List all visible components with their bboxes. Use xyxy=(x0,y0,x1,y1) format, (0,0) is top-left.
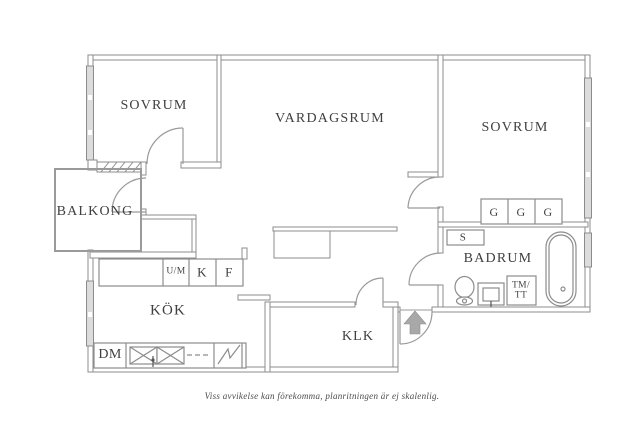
wall-counter-end xyxy=(241,247,248,260)
wall-klk-north xyxy=(264,301,356,308)
room-label-badrum: BADRUM xyxy=(463,251,533,266)
label-frys: F xyxy=(225,264,233,280)
room-label-vardagsrum: VARDAGSRUM xyxy=(275,111,385,126)
balcony-outline xyxy=(54,168,142,252)
windows xyxy=(86,65,592,347)
wall-top xyxy=(87,54,591,61)
bathtub xyxy=(545,231,577,307)
label-tt: TT xyxy=(514,291,528,301)
doors xyxy=(111,127,442,345)
kitchen-sink xyxy=(129,346,185,367)
wall-bedroom1-east xyxy=(216,54,222,169)
door-bathroom xyxy=(408,252,442,286)
door-balcony xyxy=(111,177,147,213)
window-bedroom1 xyxy=(86,65,94,161)
wall-bottom-right xyxy=(431,306,591,313)
wardrobe-row xyxy=(480,198,563,225)
wall-klk-north-stub xyxy=(382,301,399,308)
wall-kitchen-north xyxy=(89,251,197,259)
room-label-balkong: BALKONG xyxy=(56,204,134,219)
kitchen-counters xyxy=(93,258,247,369)
stove-symbol xyxy=(217,344,241,365)
room-label-sovrum1: SOVRUM xyxy=(120,98,188,113)
room-label-klk: KLK xyxy=(341,329,375,344)
window-bathroom xyxy=(584,232,592,268)
washer-dryer-box xyxy=(506,275,537,306)
toilet xyxy=(454,275,475,306)
cabinet-s xyxy=(446,229,485,246)
wall-livingroom-south xyxy=(272,226,398,232)
label-g1: G xyxy=(489,205,499,219)
wall-bathroom-west-upper xyxy=(437,226,444,254)
wall-klk-right xyxy=(392,304,399,373)
duct-shaft xyxy=(273,230,331,259)
door-entry xyxy=(399,309,433,345)
label-tm: TM/ xyxy=(511,280,531,291)
wall-bedroom1-south xyxy=(180,161,222,169)
room-label-kok: KÖK xyxy=(149,302,187,319)
room-label-sovrum2: SOVRUM xyxy=(481,120,549,135)
window-bedroom2 xyxy=(584,77,592,219)
wall-klk-west xyxy=(264,301,271,373)
label-g3: G xyxy=(543,205,553,219)
door-bedroom1 xyxy=(146,127,184,165)
label-dm: DM xyxy=(98,347,122,362)
wall-livingroom-east xyxy=(437,54,444,178)
kitchen-counter-upper xyxy=(98,258,244,287)
label-g2: G xyxy=(516,205,526,219)
storage xyxy=(446,198,563,306)
wall-passage-south xyxy=(140,214,197,220)
label-kyl: K xyxy=(197,264,207,280)
label-um: U/M xyxy=(166,266,186,277)
wall-bathroom-west-lower xyxy=(437,284,444,308)
bathroom-fixtures xyxy=(454,231,577,307)
label-s: S xyxy=(459,231,467,244)
entry-arrow-icon xyxy=(403,310,427,335)
door-bedroom2 xyxy=(407,176,441,209)
disclaimer-caption: Viss avvikelse kan förekomma, planritnin… xyxy=(204,391,440,401)
wall-kitchen-se-stub xyxy=(237,294,271,301)
bathroom-sink xyxy=(477,282,505,307)
label-tmtt: TM/ TT xyxy=(512,281,530,302)
door-klk xyxy=(355,277,384,306)
window-balcony-band xyxy=(96,161,142,173)
